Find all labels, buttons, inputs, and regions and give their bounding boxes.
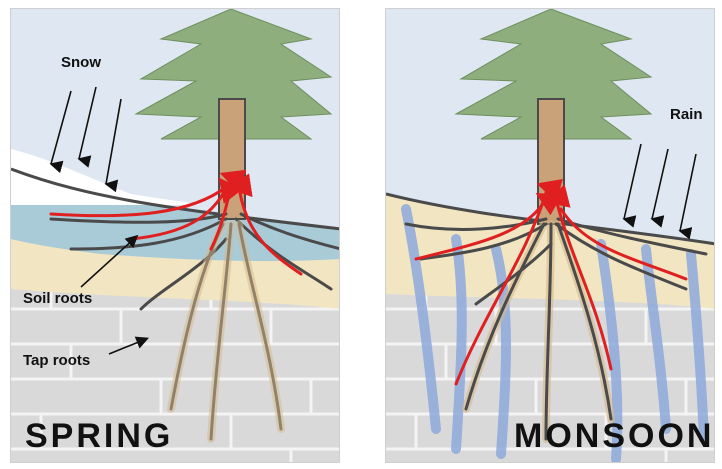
- tap-roots-label: Tap roots: [23, 352, 90, 369]
- season-title-spring: SPRING: [25, 417, 173, 456]
- rain-label: Rain: [670, 106, 703, 123]
- monsoon-panel: Rain MONSOON: [385, 8, 715, 463]
- soil-roots-label: Soil roots: [23, 290, 92, 307]
- monsoon-illustration: [386, 9, 715, 463]
- spring-panel: Snow Soil roots Tap roots SPRING: [10, 8, 340, 463]
- snow-label: Snow: [61, 54, 101, 71]
- spring-illustration: [11, 9, 340, 463]
- season-title-monsoon: MONSOON: [514, 417, 714, 456]
